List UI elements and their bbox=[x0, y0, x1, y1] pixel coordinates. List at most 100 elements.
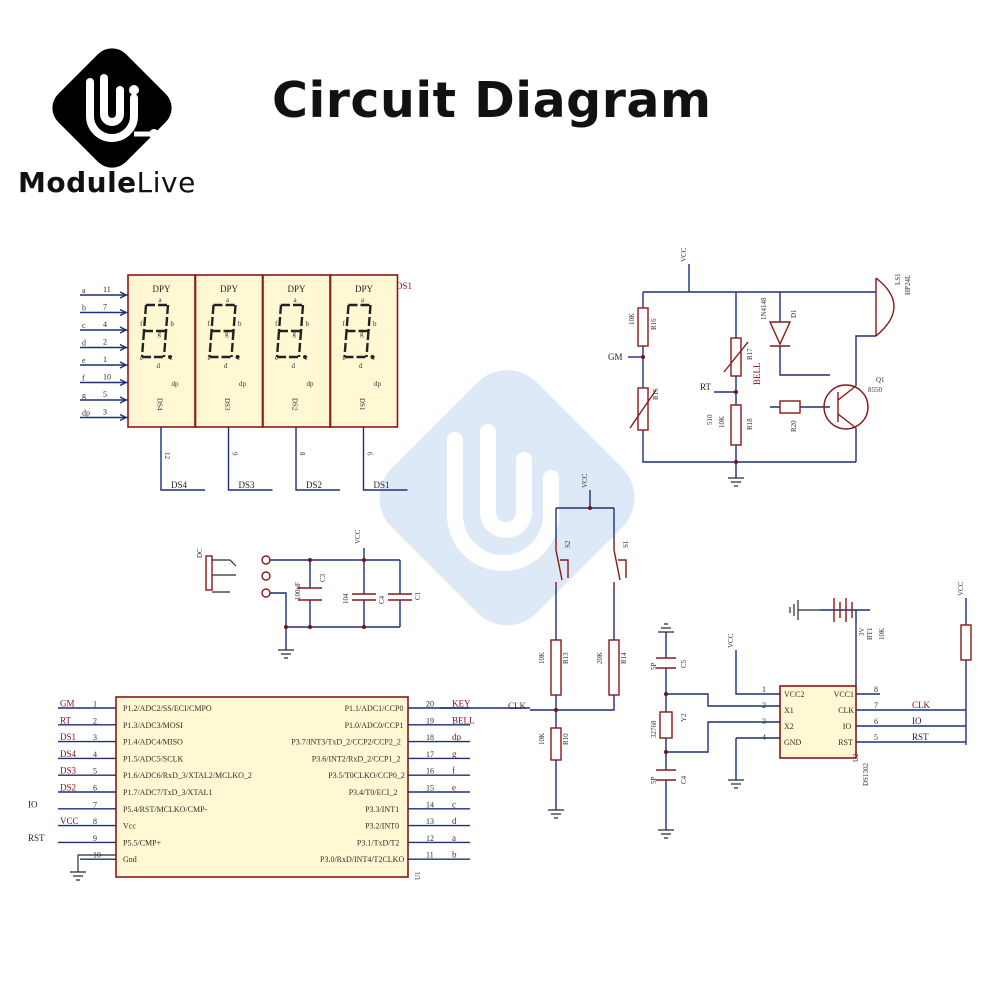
y2-label: Y2 bbox=[680, 713, 688, 722]
mcu-pin-number: 2 bbox=[93, 716, 97, 725]
svg-text:e: e bbox=[208, 354, 211, 362]
r15-label: R15 bbox=[652, 388, 660, 400]
r20-label: R20 bbox=[790, 420, 798, 432]
mcu-ref: U1 bbox=[414, 871, 422, 880]
svg-text:b: b bbox=[373, 320, 377, 328]
mcu-pin-number: 14 bbox=[426, 800, 434, 809]
mcu-pin-name: P5.4/RST/MCLKO/CMP- bbox=[123, 805, 208, 814]
svg-text:g: g bbox=[293, 330, 297, 338]
mcu-pin-number: 20 bbox=[426, 700, 434, 709]
capacitor-c4-power bbox=[352, 593, 376, 601]
d1-part: 1N4148 bbox=[760, 297, 768, 320]
mcu-pin-name: P1.0/ADC0/CCP1 bbox=[345, 721, 404, 730]
q1-part: 8550 bbox=[868, 386, 883, 394]
resistor-r18 bbox=[730, 404, 742, 446]
mcu-net-label: VCC bbox=[60, 816, 79, 826]
rtc-pin-number: 8 bbox=[874, 685, 878, 694]
bell-net-label: BELL bbox=[752, 363, 762, 386]
digit-net: DS1 bbox=[374, 480, 390, 490]
mcu-net-label: b bbox=[452, 850, 457, 860]
mcu-net-label: g bbox=[452, 749, 457, 759]
svg-text:dp: dp bbox=[374, 380, 382, 388]
capacitor-c5 bbox=[656, 657, 676, 669]
svg-text:b: b bbox=[306, 320, 310, 328]
mcu-net-label: BELL bbox=[452, 715, 475, 725]
mcu-pin-number: 17 bbox=[426, 750, 434, 759]
diode-d1 bbox=[768, 321, 792, 346]
segment-pin-d: 2 bbox=[103, 338, 107, 347]
digit-name: DS1 bbox=[358, 398, 366, 411]
digit-name: DS4 bbox=[156, 398, 164, 411]
rtc-ref: U2 bbox=[852, 753, 860, 762]
mcu-pin-name: P1.1/ADC1/CCP0 bbox=[345, 704, 404, 713]
digit-label: DPY bbox=[153, 284, 172, 294]
rtc-pin-number: 1 bbox=[762, 685, 766, 694]
mcu-pin-number: 5 bbox=[93, 767, 97, 776]
mcu-pin-number: 12 bbox=[426, 834, 434, 843]
svg-text:e: e bbox=[140, 354, 143, 362]
mcu-net-label: RT bbox=[60, 715, 71, 725]
mcu-net-label: RST bbox=[28, 833, 45, 843]
crystal-y2 bbox=[659, 711, 673, 739]
digit-pin: 12 bbox=[163, 452, 171, 460]
y2-value: 32768 bbox=[650, 720, 658, 738]
mcu-pin-name: P1.6/ADC6/RxD_3/XTAL2/MCLKO_2 bbox=[123, 771, 252, 780]
svg-text:c: c bbox=[170, 354, 173, 362]
svg-text:a: a bbox=[361, 296, 365, 304]
battery-bt1 bbox=[833, 598, 853, 622]
mcu-net-label: DS2 bbox=[60, 783, 76, 793]
mcu-net-label: GM bbox=[60, 699, 75, 709]
svg-text:d: d bbox=[157, 362, 161, 370]
segment-pin-e: 1 bbox=[103, 355, 107, 364]
svg-text:d: d bbox=[359, 362, 363, 370]
mcu-pin-number: 18 bbox=[426, 733, 434, 742]
digit-net: DS2 bbox=[306, 480, 322, 490]
svg-text:c: c bbox=[372, 354, 375, 362]
svg-text:dp: dp bbox=[239, 380, 247, 388]
r14-label: R14 bbox=[620, 652, 628, 664]
svg-text:dp: dp bbox=[172, 380, 180, 388]
capacitor-c3 bbox=[298, 587, 322, 601]
mcu-pin-number: 11 bbox=[426, 851, 434, 860]
mcu-net-label: KEY bbox=[452, 699, 471, 709]
segment-name-dp: dp bbox=[82, 409, 90, 418]
resistor-r13 bbox=[550, 639, 562, 696]
svg-text:g: g bbox=[360, 330, 364, 338]
digit-pin: 9 bbox=[231, 452, 239, 456]
gm-net-label: GM bbox=[608, 352, 623, 362]
svg-text:dp: dp bbox=[307, 380, 315, 388]
c3-label: C3 bbox=[319, 573, 327, 582]
segment-pin-g: 5 bbox=[103, 390, 107, 399]
dc-jack-label: DC bbox=[196, 548, 204, 558]
segment-pin-dp: 3 bbox=[103, 408, 107, 417]
digit-pin: 8 bbox=[298, 452, 306, 456]
mcu-pin-name: P1.2/ADC2/SS/ECI/CMPO bbox=[123, 704, 212, 713]
brand-name-part1: Module bbox=[18, 166, 137, 199]
segment-pin-f: 10 bbox=[103, 373, 111, 382]
rtc-part: DS1302 bbox=[862, 763, 870, 786]
svg-text:a: a bbox=[226, 296, 230, 304]
svg-text:g: g bbox=[225, 330, 229, 338]
mcu-pin-number: 4 bbox=[93, 750, 97, 759]
mcu-pin-name: P1.4/ADC4/MISO bbox=[123, 738, 183, 747]
mcu-pin-name: P5.5/CMP+ bbox=[123, 838, 162, 847]
mcu-net-label: IO bbox=[28, 799, 38, 809]
svg-text:a: a bbox=[159, 296, 163, 304]
rtc-body bbox=[779, 685, 857, 759]
rtc-pin-name: VCC1 bbox=[834, 690, 854, 699]
mcu-pin-name: P3.5/T0CLKO/CCP0_2 bbox=[328, 771, 405, 780]
display-ref: DS1 bbox=[396, 281, 412, 291]
rtc-net-label: IO bbox=[912, 716, 922, 726]
mcu-pin-number: 8 bbox=[93, 817, 97, 826]
svg-text:a: a bbox=[294, 296, 298, 304]
mcu-pin-number: 9 bbox=[93, 834, 97, 843]
s1-label: S1 bbox=[622, 540, 630, 548]
svg-text:e: e bbox=[275, 354, 278, 362]
